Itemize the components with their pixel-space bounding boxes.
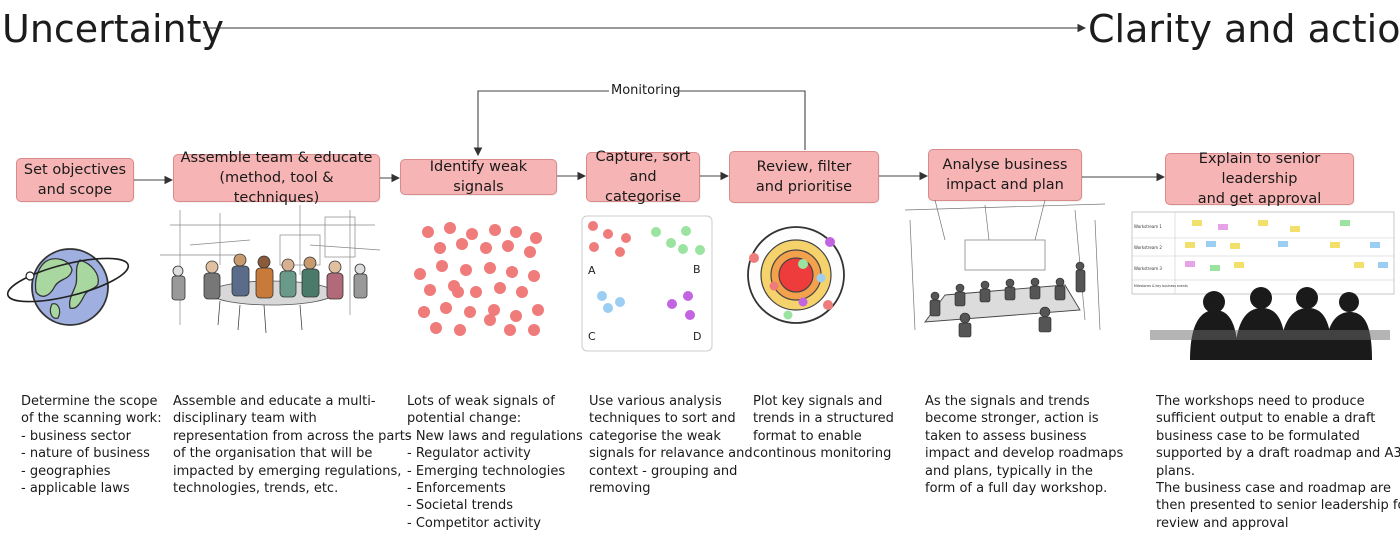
roadmap-row-4: Milestones & key business events [1134, 284, 1188, 288]
signal-clusters-card: A B C D [581, 215, 713, 352]
workshop-room-illustration [905, 200, 1105, 338]
weak-signal-dot [488, 304, 500, 316]
weak-signal-dot [528, 324, 540, 336]
monitoring-loop [676, 90, 806, 150]
weak-signal-dot [456, 238, 468, 250]
roadmap-row-1: Workstream 1 [1134, 224, 1162, 229]
description-assemble-team: Assemble and educate a multi-disciplinar… [173, 394, 412, 497]
weak-signal-dot [414, 268, 426, 280]
weak-signal-dot [464, 306, 476, 318]
weak-signal-dot [460, 264, 472, 276]
weak-signal-dot [502, 240, 514, 252]
weak-signal-dot [528, 270, 540, 282]
monitoring-label: Monitoring [611, 83, 681, 98]
roadmap-presentation-illustration: Workstream 1 Workstream 2 Workstream 3 M… [1131, 211, 1395, 360]
team-sketch-illustration [160, 205, 381, 334]
weak-signal-dot [530, 232, 542, 244]
weak-signal-dot [480, 242, 492, 254]
cluster-label-b: B [693, 263, 701, 276]
weak-signals-dots [414, 222, 544, 336]
weak-signal-dot [489, 224, 501, 236]
weak-signal-dot [516, 286, 528, 298]
roadmap-row-3: Workstream 3 [1134, 266, 1162, 271]
cluster-label-c: C [588, 330, 596, 343]
weak-signal-dot [440, 302, 452, 314]
weak-signal-dot [470, 286, 482, 298]
weak-signal-dot [506, 266, 518, 278]
title-clarity-and-action: Clarity and action [1088, 7, 1400, 51]
step-identify-weak-signals: Identify weak signals [400, 159, 557, 195]
globe-illustration [6, 248, 130, 326]
cluster-label-d: D [693, 330, 701, 343]
weak-signal-dot [424, 284, 436, 296]
weak-signal-dot [510, 310, 522, 322]
weak-signal-dot [422, 226, 434, 238]
weak-signal-dot [434, 242, 446, 254]
weak-signal-dot [494, 282, 506, 294]
weak-signal-dot [418, 306, 430, 318]
weak-signal-dot [430, 322, 442, 334]
weak-signal-dot [466, 228, 478, 240]
weak-signal-dot [532, 304, 544, 316]
cluster-label-a: A [588, 264, 596, 277]
weak-signal-dot [436, 260, 448, 272]
weak-signal-dot [510, 226, 522, 238]
weak-signal-dot [504, 324, 516, 336]
title-uncertainty: Uncertainty [2, 7, 225, 51]
weak-signal-dot [484, 262, 496, 274]
roadmap-row-2: Workstream 2 [1134, 245, 1162, 250]
step-assemble-team: Assemble team & educate(method, tool & t… [173, 150, 380, 206]
weak-signal-dot [452, 286, 464, 298]
weak-signal-dot [484, 314, 496, 326]
radar-target-illustration [747, 226, 845, 324]
weak-signal-dot [444, 222, 456, 234]
weak-signal-dot [524, 246, 536, 258]
weak-signal-dot [454, 324, 466, 336]
